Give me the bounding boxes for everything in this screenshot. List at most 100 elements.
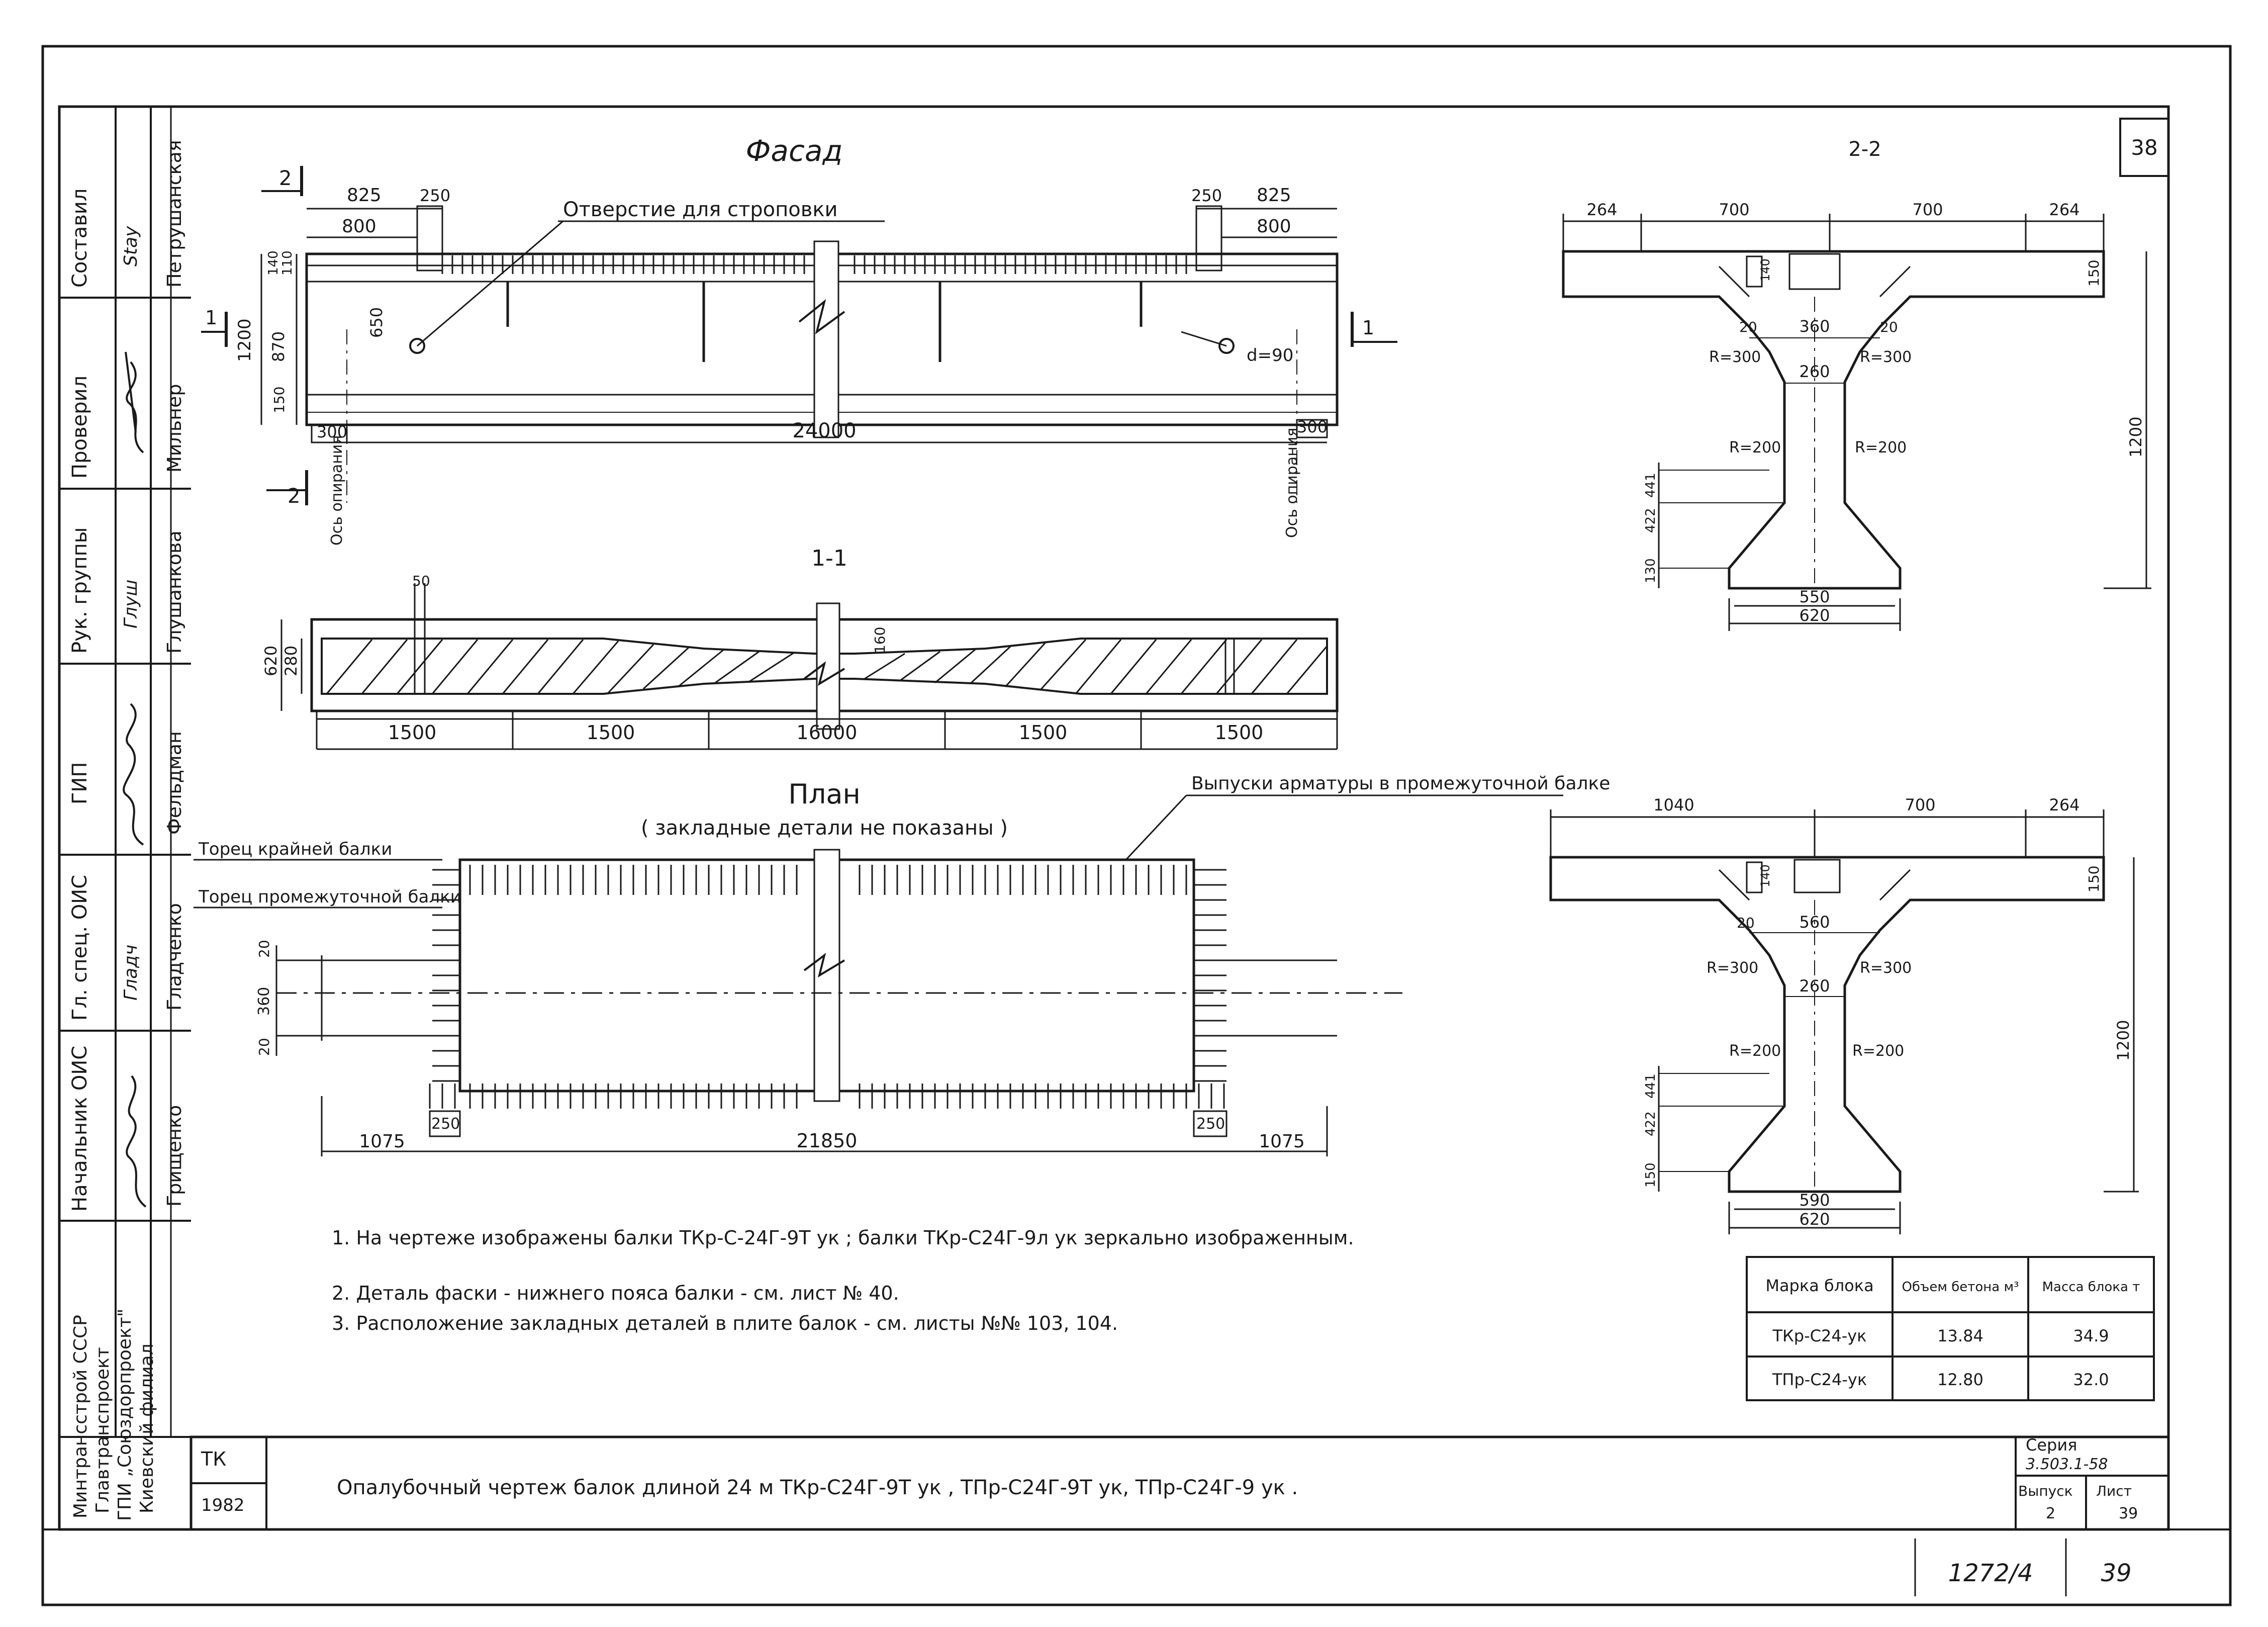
label-end-inner-beam: Торец промежуточной балки	[198, 887, 461, 907]
stamp-signature-4	[123, 703, 144, 846]
section-outer-beam: 1040 700 264 560 260 20 140 R=300 R=300 …	[1549, 795, 2139, 1234]
footer: 1272/4 39	[1914, 1539, 2132, 1596]
title-tk: ТК	[201, 1448, 226, 1470]
plan-subtitle: ( закладные детали не показаны )	[641, 817, 1008, 840]
title-year: 1982	[201, 1495, 245, 1515]
spec-row2-mark: ТПр-С24-ук	[1772, 1370, 1867, 1389]
series-label: Серия	[2026, 1435, 2077, 1455]
note-1: 1. На чертеже изображены балки ТКр-С-24Г…	[332, 1227, 1354, 1249]
section-b-radius-3: R=200	[1729, 1042, 1781, 1060]
facade-dim-250-right: 250	[1191, 186, 1222, 205]
section-22-top-dim-1: 264	[1586, 200, 1617, 219]
section-b-height-1200: 1200	[2114, 1020, 2133, 1061]
section-11-inner-label: 280	[281, 646, 301, 676]
section-22-inner-20-right: 20	[1880, 319, 1898, 335]
section-22-bottom-620: 620	[1799, 606, 1830, 625]
stamp-signature-1: Stay	[121, 226, 141, 266]
section-22-outline	[1562, 250, 2105, 590]
stamp-name-3: Глушанкова	[163, 530, 185, 654]
spec-header-mass: Масса блока т	[2042, 1280, 2140, 1295]
section-1-1: 1-1 50 160 620 280 1500 1500 16000 1500 …	[261, 546, 1339, 750]
stamp-role-5: Гл. спец. ОИС	[68, 875, 91, 1021]
title-block: ТК 1982 Опалубочный чертеж балок длиной …	[190, 1435, 2170, 1531]
section-11-seg-1: 1500	[388, 721, 437, 744]
stamp-name-6: Грищенко	[163, 1105, 185, 1207]
section-22-radius-1: R=300	[1709, 348, 1761, 366]
facade-height-650: 650	[367, 307, 386, 338]
stamp-role-6: Начальник ОИС	[68, 1046, 91, 1212]
axis-label-left: Ось опирания	[328, 435, 346, 546]
facade-height-1200: 1200	[235, 318, 255, 362]
series-value: 3.503.1-58	[2026, 1456, 2108, 1473]
note-2: 2. Деталь фаски - нижнего пояса балки - …	[332, 1282, 899, 1304]
stamp-role-2: Проверил	[68, 376, 91, 479]
outer-frame	[41, 45, 2232, 1606]
section-22-top-dim-3: 700	[1912, 200, 1943, 219]
facade-height-150: 150	[271, 387, 288, 413]
spec-header-mark: Марка блока	[1765, 1276, 1873, 1295]
section-22-height-140: 140	[1758, 258, 1772, 282]
section-22-inner-20-left: 20	[1739, 319, 1757, 335]
section-b-inner-20: 20	[1737, 915, 1755, 931]
section-22-radius-2: R=300	[1860, 348, 1912, 366]
footer-number: 1272/4	[1948, 1559, 2033, 1587]
section-11-width-label: 620	[261, 646, 280, 676]
section-22-title: 2-2	[1848, 138, 1881, 161]
facade-dim-825-left: 825	[347, 185, 382, 206]
sheet-number-box	[2119, 118, 2169, 177]
section-b-height-422: 422	[1643, 1111, 1658, 1136]
plan-reinforcement-bottom	[429, 1083, 1225, 1109]
stamp-role-4: ГИП	[68, 762, 91, 804]
sheet-value: 39	[2119, 1505, 2138, 1522]
spec-row2-volume: 12.80	[1937, 1370, 1983, 1389]
hole-note: Отверстие для строповки	[563, 198, 837, 221]
facade-height-870: 870	[269, 331, 288, 362]
section-22-height-1200: 1200	[2126, 417, 2145, 458]
facade-dim-800-left: 800	[342, 216, 376, 237]
section-22-top-dim-2: 700	[1719, 200, 1749, 219]
org-line-1: Минтрансстрой СССР	[70, 1315, 91, 1518]
section-11-seg-2: 1500	[587, 721, 635, 744]
org-line-2: Главтранспроект	[92, 1347, 113, 1513]
spec-row1-mass: 34.9	[2073, 1326, 2109, 1345]
section-22-height-150: 150	[2086, 260, 2102, 287]
facade-dim-800-right: 800	[1257, 216, 1291, 237]
stamp-role-1: Составил	[68, 189, 91, 288]
stamp-role-3: Рук. группы	[68, 527, 91, 654]
plan-reinforcement-top	[469, 865, 1187, 895]
stamp-signature-5: Гладч	[121, 945, 141, 1001]
hole-diameter: d=90	[1247, 345, 1293, 366]
section-11-hatched-web	[321, 638, 1328, 695]
section-22-height-441: 441	[1643, 473, 1658, 498]
note-3: 3. Расположение закладных деталей в плит…	[332, 1312, 1118, 1334]
facade-cut-marker-right: 1	[1362, 317, 1374, 339]
facade-title: Фасад	[745, 134, 842, 168]
side-stamp: Составил Петрушанская Stay Проверил Миль…	[59, 107, 191, 1521]
section-22-height-130: 130	[1643, 558, 1658, 583]
axis-label-right: Ось опирания	[1283, 428, 1301, 538]
org-line-3: ГПИ „Союздорпроект"	[115, 1309, 135, 1521]
stamp-name-1: Петрушанская	[163, 140, 185, 288]
stamp-name-4: Фельдман	[163, 731, 185, 835]
issue-label: Выпуск	[2018, 1483, 2073, 1499]
section-b-top-dim-3: 264	[2049, 795, 2080, 815]
stiffener-lines	[506, 282, 1143, 362]
plan-dim-1075-right: 1075	[1259, 1131, 1305, 1152]
spec-table: Марка блока Объем бетона м³ Масса блока …	[1746, 1256, 2155, 1401]
hole-leader	[417, 220, 563, 347]
facade-section-marker-bottom: 2	[288, 485, 300, 508]
facade-dim-825-right: 825	[1257, 185, 1291, 206]
plan-reinforcement-right	[1194, 869, 1226, 1082]
sheet-label: Лист	[2096, 1483, 2132, 1499]
section-b-radius-2: R=300	[1860, 959, 1912, 977]
section-b-radius-1: R=300	[1707, 959, 1758, 977]
stamp-signature-2	[125, 351, 144, 454]
section-11-dim-50: 50	[412, 573, 430, 589]
plan-view: План ( закладные детали не показаны ) Вы…	[194, 773, 1610, 1156]
hatch-left	[326, 639, 795, 694]
stamp-signature-3: Глуш	[121, 580, 141, 628]
plan-side-dim-360: 360	[255, 987, 273, 1016]
section-11-seg-5: 1500	[1215, 721, 1264, 744]
facade-height-110: 110	[280, 250, 295, 276]
section-22-height-422: 422	[1643, 508, 1658, 533]
